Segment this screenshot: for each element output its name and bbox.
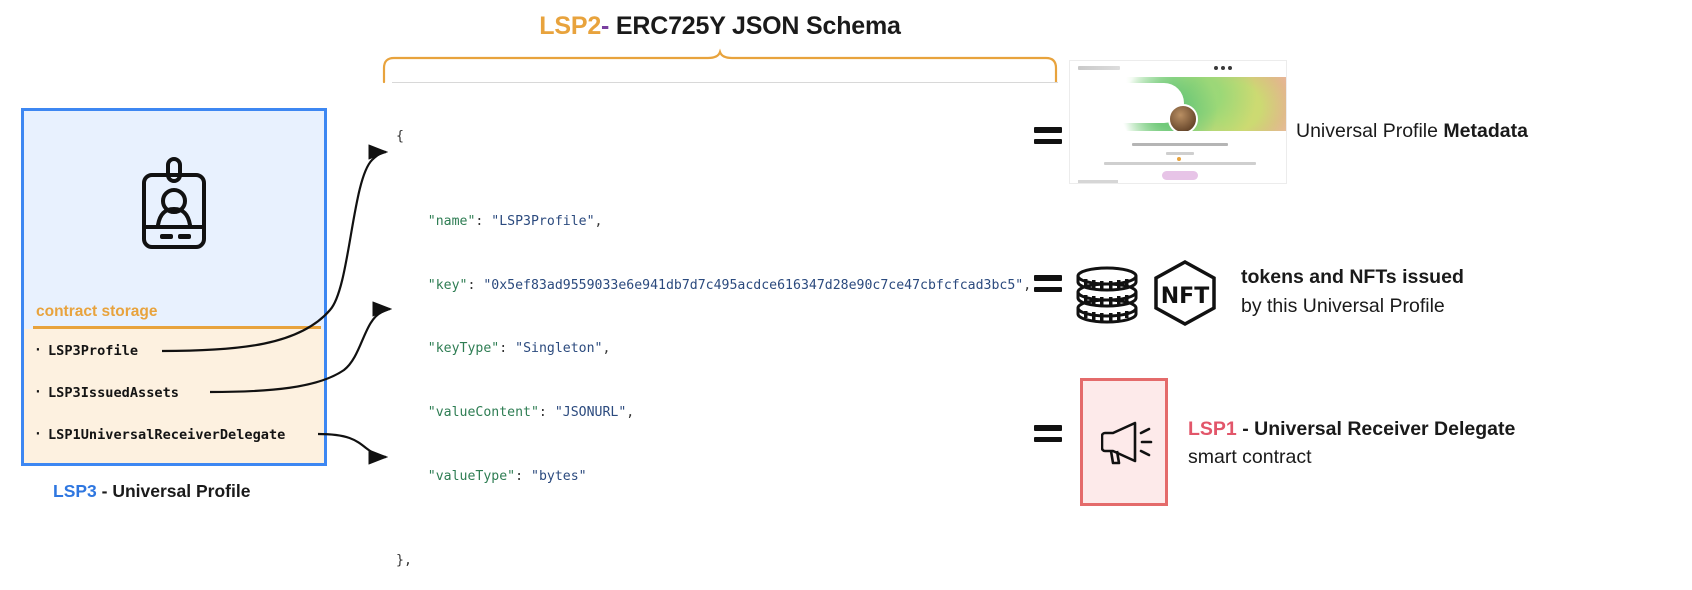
bullet-icon: · (34, 385, 42, 400)
avatar (1168, 104, 1198, 131)
json-line-key: "key": "0x5ef83ad9559033e6e941db7d7c495a… (427, 277, 1032, 293)
metadata-label-bold: Metadata (1443, 120, 1528, 142)
thumb-logo (1078, 66, 1120, 70)
nft-icon-text: NFT (1161, 284, 1209, 309)
code-top-divider (392, 82, 1058, 83)
json-value: "bytes" (531, 468, 587, 484)
list-item[interactable]: · LSP3IssuedAssets (34, 381, 324, 423)
lsp1-label: LSP1 - Universal Receiver Delegate smart… (1188, 415, 1515, 471)
json-entry-separator: }, (396, 553, 412, 569)
universal-profile-caption: LSP3 - Universal Profile (53, 481, 250, 502)
id-badge-icon (142, 156, 206, 249)
contract-storage-heading: contract storage (36, 303, 158, 320)
json-key: "valueType" (427, 468, 516, 484)
page-title: LSP2- ERC725Y JSON Schema (380, 12, 1060, 41)
metadata-label: Universal Profile Metadata (1296, 120, 1528, 143)
thumb-footer-line (1078, 180, 1118, 183)
card-icon-area (24, 111, 324, 298)
storage-key-label: LSP3Profile (48, 343, 139, 359)
metadata-label-plain: Universal Profile (1296, 120, 1444, 142)
json-key: "key" (427, 277, 468, 293)
nft-hexagon-icon: NFT (1154, 260, 1216, 326)
tokens-line-2: by this Universal Profile (1241, 295, 1445, 317)
lsp1-tag: LSP1 (1188, 418, 1237, 440)
json-key: "keyType" (427, 341, 500, 357)
thumb-banner (1070, 77, 1286, 131)
list-item[interactable]: · LSP3Profile (34, 339, 324, 381)
caption-rest: - Universal Profile (96, 481, 251, 501)
thumb-body (1070, 131, 1286, 183)
tokens-nfts-label: tokens and NFTs issued by this Universal… (1241, 263, 1464, 321)
storage-key-label: LSP3IssuedAssets (48, 385, 179, 401)
thumb-action-pill (1162, 171, 1198, 180)
thumb-subtitle-line (1166, 152, 1194, 155)
universal-profile-screenshot[interactable] (1069, 60, 1287, 184)
storage-key-label: LSP1UniversalReceiverDelegate (48, 427, 286, 443)
json-line-name: "name": "LSP3Profile", (427, 214, 603, 230)
equals-sign-lsp1 (1034, 425, 1062, 443)
megaphone-icon (1101, 421, 1153, 465)
storage-divider (33, 326, 321, 329)
json-line-keytype: "keyType": "Singleton", (427, 341, 611, 357)
json-key: "valueContent" (427, 404, 539, 420)
json-value: "0x5ef83ad9559033e6e941db7d7c495acdce616… (483, 277, 1024, 293)
list-item[interactable]: · LSP1UniversalReceiverDelegate (34, 423, 324, 463)
equals-sign-tokens (1034, 275, 1062, 293)
title-rest: ERC725Y JSON Schema (615, 12, 901, 40)
thumb-description-line (1104, 162, 1256, 165)
json-value: "Singleton" (515, 341, 603, 357)
thumb-topbar (1070, 61, 1286, 77)
bullet-icon: · (34, 427, 42, 442)
storage-key-list: · LSP3Profile · LSP3IssuedAssets · LSP1Univ… (34, 339, 324, 463)
json-line-valuetype: "valueType": "bytes" (427, 468, 587, 484)
lsp1-rest: - Universal Receiver Delegate (1236, 418, 1516, 440)
lsp1-title-line: LSP1 - Universal Receiver Delegate (1188, 415, 1515, 443)
lsp1-contract-box (1080, 378, 1168, 506)
json-value: "JSONURL" (554, 404, 627, 420)
thumb-accent-dot (1177, 157, 1181, 161)
universal-profile-card: contract storage · LSP3Profile · LSP3Issue… (21, 108, 327, 466)
title-dash: - (601, 12, 610, 40)
json-key: "name" (427, 214, 476, 230)
json-open-brace: { (396, 129, 404, 145)
coins-stack-icon (1076, 266, 1138, 324)
tokens-line-1: tokens and NFTs issued (1241, 266, 1464, 288)
thumb-name-line (1132, 143, 1228, 146)
title-lsp-tag: LSP2 (539, 12, 602, 40)
json-value: "LSP3Profile" (491, 214, 595, 230)
caption-lsp3-tag: LSP3 (53, 481, 97, 501)
bullet-icon: · (34, 343, 42, 358)
lsp1-subtitle: smart contract (1188, 446, 1312, 468)
json-line-valuecontent: "valueContent": "JSONURL", (427, 404, 635, 420)
json-schema-code: { "name": "LSP3Profile", "key": "0x5ef83… (396, 84, 1066, 590)
thumb-menu-dots-icon (1214, 66, 1232, 70)
equals-sign-metadata (1034, 127, 1062, 145)
orange-curly-brace (382, 48, 1058, 84)
